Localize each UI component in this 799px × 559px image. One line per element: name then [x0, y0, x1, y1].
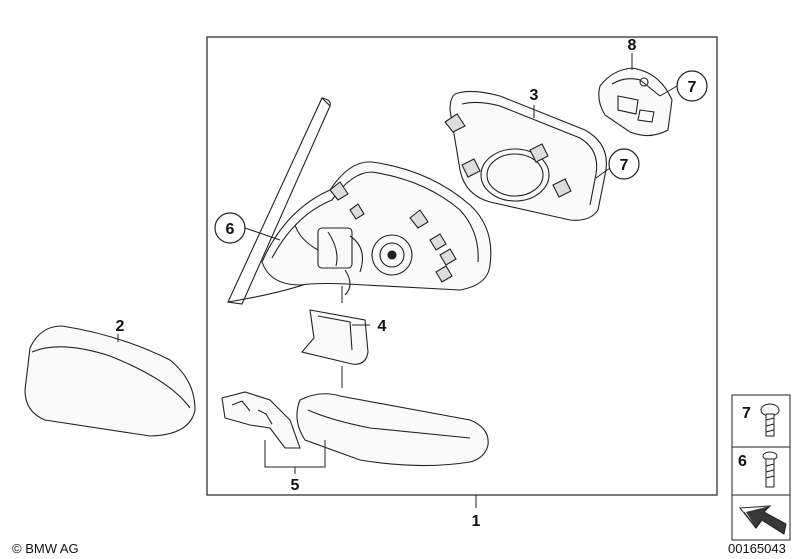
callout-6: 6: [214, 212, 246, 244]
callout-7a-label: 7: [688, 79, 697, 96]
callout-3: 3: [530, 87, 539, 104]
callout-5: 5: [291, 477, 300, 494]
assembly-frame: [206, 36, 718, 496]
direction-arrow-icon: [739, 505, 787, 535]
screw-7-icon: [760, 403, 780, 437]
callout-4: 4: [378, 318, 387, 335]
legend-label-6: 6: [738, 453, 747, 470]
mirror-housing-part: [261, 161, 492, 296]
callout-1: 1: [472, 513, 481, 530]
callout-8: 8: [628, 37, 637, 54]
callout-7b: 7: [608, 148, 640, 180]
motor-unit-part: [598, 67, 673, 137]
small-bracket-part: [221, 391, 301, 449]
leader-lines: [117, 53, 678, 508]
mirror-cap-part: [24, 325, 196, 437]
bracket-part: [300, 309, 369, 365]
copyright-text: © BMW AG: [12, 541, 79, 556]
legend-box-7: [731, 394, 791, 448]
legend-box-6: [731, 446, 791, 496]
backing-plate-part: [444, 90, 607, 221]
diagram-id: 00165043: [728, 541, 786, 556]
callout-6-label: 6: [226, 221, 235, 238]
callout-7a: 7: [676, 70, 708, 102]
legend-label-7: 7: [742, 405, 751, 422]
indicator-strip-part: [296, 393, 489, 467]
callout-7b-label: 7: [620, 157, 629, 174]
callout-2: 2: [116, 318, 125, 335]
fastener-legend: 7 6: [731, 394, 791, 541]
screw-6-icon: [762, 451, 778, 488]
